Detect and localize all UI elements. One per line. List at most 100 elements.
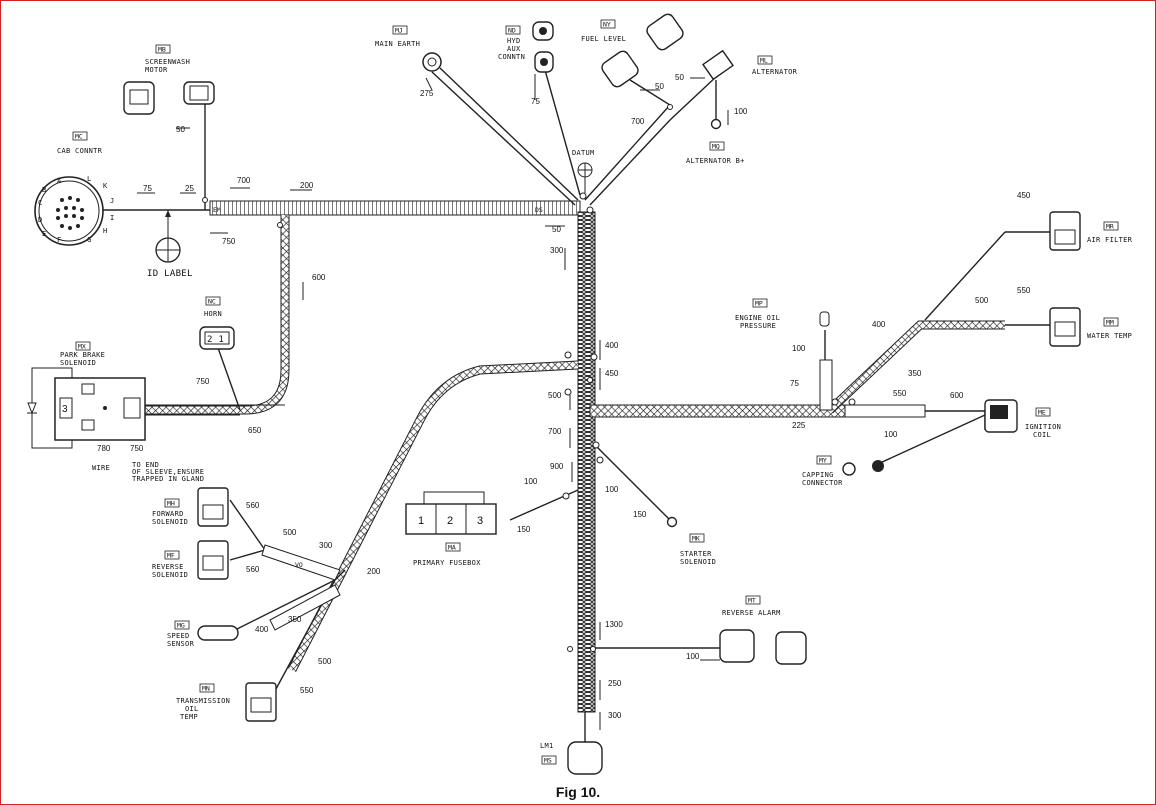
svg-text:FUEL LEVEL: FUEL LEVEL: [581, 35, 626, 43]
svg-text:NC: NC: [208, 298, 216, 306]
svg-text:REVERSE ALARM: REVERSE ALARM: [722, 609, 781, 617]
label-ML: ML ALTERNATOR: [752, 55, 798, 76]
svg-text:MX: MX: [78, 343, 86, 351]
ignition-coil-connector-ME: [984, 399, 1018, 433]
svg-text:560: 560: [246, 565, 260, 574]
svg-text:900: 900: [550, 462, 564, 471]
svg-text:L: L: [87, 175, 92, 183]
id-label-text: ID LABEL: [147, 269, 193, 279]
label-MS: MS LM1: [540, 742, 557, 765]
svg-text:H: H: [103, 227, 108, 235]
svg-text:MOTOR: MOTOR: [145, 66, 168, 74]
svg-text:500: 500: [548, 391, 562, 400]
top-convolute-trunk: [209, 200, 581, 216]
air-filter-connector-MR: [1049, 211, 1081, 251]
svg-text:K: K: [103, 182, 108, 190]
svg-text:MT: MT: [748, 597, 756, 605]
svg-text:500: 500: [975, 296, 989, 305]
svg-text:500: 500: [318, 657, 332, 666]
svg-text:560: 560: [246, 501, 260, 510]
svg-text:100: 100: [884, 430, 898, 439]
label-MT: MT REVERSE ALARM: [722, 595, 781, 617]
svg-text:150: 150: [633, 510, 647, 519]
svg-text:100: 100: [734, 107, 748, 116]
label-NC: NC HORN: [204, 296, 222, 318]
water-temp-connector-MM: [1049, 307, 1081, 347]
horizontal-sleeve-branch: [589, 404, 846, 418]
cab-pin-letters: A L K B J C D I E H F G: [38, 175, 115, 244]
svg-text:J: J: [110, 197, 115, 205]
svg-text:600: 600: [312, 273, 326, 282]
svg-text:ALTERNATOR B+: ALTERNATOR B+: [686, 157, 745, 165]
dimension-labels: 275 75 50 50 700 100 50 75 25 700 200 75…: [97, 73, 1031, 730]
svg-text:275: 275: [420, 89, 434, 98]
svg-text:MY: MY: [819, 457, 827, 465]
svg-text:F: F: [57, 236, 62, 244]
svg-text:AUX: AUX: [507, 45, 521, 53]
alternator-bplus-eyelet-MQ: [710, 118, 722, 130]
svg-text:E: E: [42, 230, 47, 238]
svg-text:MM: MM: [1106, 319, 1114, 327]
svg-text:100: 100: [792, 344, 806, 353]
svg-text:550: 550: [893, 389, 907, 398]
band-ds: DS: [535, 206, 543, 214]
svg-text:MAIN EARTH: MAIN EARTH: [375, 40, 420, 48]
capping-connector-MY: [842, 460, 884, 476]
svg-text:PRESSURE: PRESSURE: [740, 322, 776, 330]
svg-text:CAB CONNTR: CAB CONNTR: [57, 147, 103, 155]
svg-text:SPEED: SPEED: [167, 632, 190, 640]
svg-text:SOLENOID: SOLENOID: [152, 571, 188, 579]
svg-text:HYD: HYD: [507, 37, 521, 45]
svg-text:CONNECTOR: CONNECTOR: [802, 479, 843, 487]
svg-text:SOLENOID: SOLENOID: [152, 518, 188, 526]
svg-text:25: 25: [185, 184, 194, 193]
svg-text:WATER TEMP: WATER TEMP: [1087, 332, 1132, 340]
svg-text:G: G: [87, 236, 92, 244]
svg-text:200: 200: [300, 181, 314, 190]
svg-text:COIL: COIL: [1033, 431, 1051, 439]
svg-text:C: C: [38, 199, 43, 207]
svg-text:MC: MC: [75, 133, 83, 141]
label-MJ: MJ MAIN EARTH: [375, 25, 420, 48]
svg-text:75: 75: [790, 379, 799, 388]
starter-solenoid-eyelet-MK: [666, 516, 678, 528]
svg-text:450: 450: [1017, 191, 1031, 200]
label-MQ: MQ ALTERNATOR B+: [686, 141, 745, 165]
figure-caption: Fig 10.: [555, 784, 601, 800]
svg-text:MJ: MJ: [395, 27, 403, 35]
svg-text:IGNITION: IGNITION: [1025, 423, 1061, 431]
svg-text:2: 2: [447, 515, 453, 527]
svg-text:MQ: MQ: [712, 143, 720, 151]
svg-text:500: 500: [283, 528, 297, 537]
svg-text:OIL: OIL: [185, 705, 199, 713]
svg-text:ENGINE OIL: ENGINE OIL: [735, 314, 780, 322]
svg-text:B: B: [42, 186, 47, 194]
svg-text:SCREENWASH: SCREENWASH: [145, 58, 190, 66]
cab-connector-MC: [34, 176, 104, 246]
label-NY: NY FUEL LEVEL: [581, 19, 626, 43]
svg-text:ML: ML: [760, 57, 768, 65]
svg-text:750: 750: [130, 444, 144, 453]
svg-text:ALTERNATOR: ALTERNATOR: [752, 68, 798, 76]
park-brake-solenoid-MX: [27, 367, 146, 449]
wire-label: WIRE: [92, 464, 110, 472]
svg-text:300: 300: [319, 541, 333, 550]
svg-text:250: 250: [608, 679, 622, 688]
svg-text:600: 600: [950, 391, 964, 400]
svg-text:CONNTN: CONNTN: [498, 53, 525, 61]
svg-text:MR: MR: [1106, 223, 1114, 231]
svg-text:REVERSE: REVERSE: [152, 563, 184, 571]
label-MM: MM WATER TEMP: [1087, 317, 1132, 340]
svg-text:CAPPING: CAPPING: [802, 471, 834, 479]
svg-text:100: 100: [686, 652, 700, 661]
svg-text:550: 550: [300, 686, 314, 695]
label-MC: MC CAB CONNTR: [57, 131, 103, 155]
svg-text:I: I: [110, 214, 115, 222]
svg-text:350: 350: [288, 615, 302, 624]
